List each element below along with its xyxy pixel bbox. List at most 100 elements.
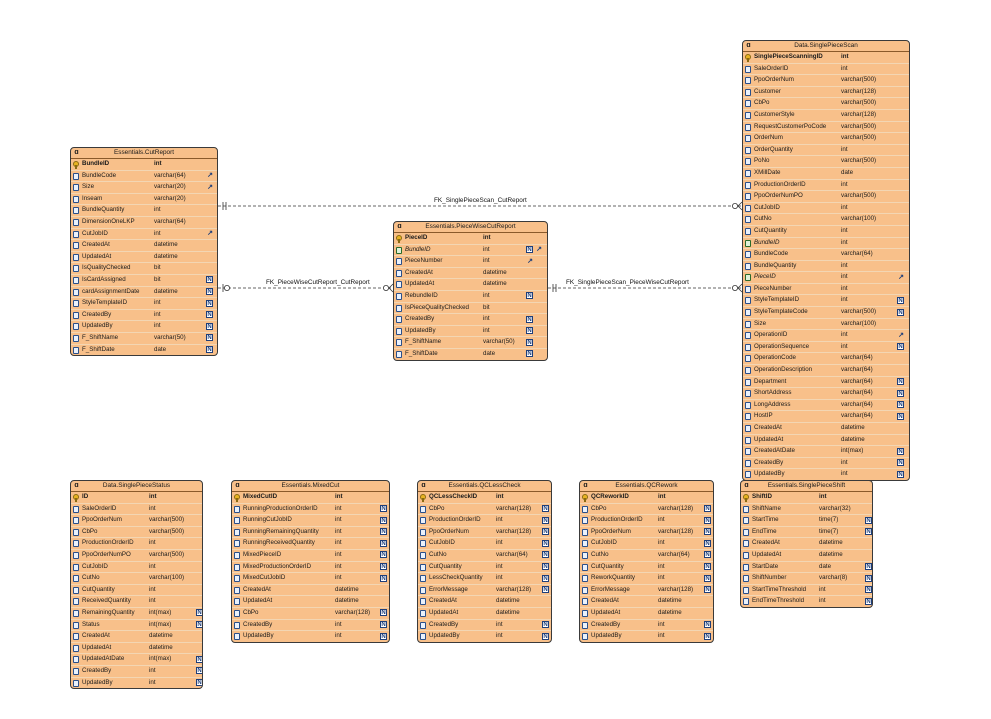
column-row[interactable]: UpdatedByintN — [71, 678, 202, 689]
column-row[interactable]: ShiftIDint — [741, 492, 872, 504]
column-row[interactable]: PpoOrderNumvarchar(128)N — [418, 527, 551, 539]
column-row[interactable]: CreatedByintN — [418, 620, 551, 632]
column-row[interactable]: XMillDatedate — [743, 168, 909, 180]
column-row[interactable]: CreatedAtdatetime — [743, 423, 909, 435]
entity-data-singlepiecescan[interactable]: ɑData.SinglePieceScanSinglePieceScanning… — [742, 40, 910, 481]
column-row[interactable]: CreatedAtdatetime — [741, 538, 872, 550]
column-row[interactable]: ProductionOrderIDint — [71, 538, 202, 550]
column-row[interactable]: BundleIDint — [71, 159, 217, 171]
column-row[interactable]: UpdatedAtdatetime — [232, 596, 389, 608]
column-row[interactable]: UpdatedAtdatetime — [71, 643, 202, 655]
column-row[interactable]: OperationCodevarchar(64) — [743, 353, 909, 366]
column-row[interactable]: F_ShiftNamevarchar(50)N — [71, 333, 217, 345]
entity-essentials-piecewisecutreport[interactable]: ɑEssentials.PieceWiseCutReportPieceIDint… — [393, 221, 548, 361]
column-row[interactable]: BundleCodevarchar(64) — [743, 249, 909, 261]
column-row[interactable]: QCLessCheckIDint — [418, 492, 551, 504]
column-row[interactable]: RebundleIDintN — [394, 291, 547, 303]
column-row[interactable]: UpdatedAtDateint(max)N — [71, 654, 202, 666]
column-row[interactable]: BundleQuantityint — [743, 261, 909, 273]
column-row[interactable]: RunningCutJobIDintN — [232, 515, 389, 527]
column-row[interactable]: PieceIDint — [394, 233, 547, 245]
column-row[interactable]: Sizevarchar(100) — [743, 319, 909, 331]
column-row[interactable]: ProductionOrderIDint — [743, 180, 909, 192]
column-row[interactable]: SaleOrderIDint — [71, 504, 202, 516]
column-row[interactable]: CbPovarchar(128)N — [232, 608, 389, 620]
column-row[interactable]: PpoOrderNumvarchar(128)N — [580, 527, 713, 539]
entity-essentials-qcrework[interactable]: ɑEssentials.QCReworkQCReworkIDintCbPovar… — [579, 480, 714, 643]
column-row[interactable]: RunningReceivedQuantityintN — [232, 538, 389, 550]
column-row[interactable]: StartDatedateN — [741, 562, 872, 574]
column-row[interactable]: CreatedByintN — [743, 458, 909, 470]
column-row[interactable]: ErrorMessagevarchar(128)N — [580, 585, 713, 597]
column-row[interactable]: MixedCutIDint — [232, 492, 389, 504]
column-row[interactable]: UpdatedByintN — [418, 631, 551, 642]
column-row[interactable]: LessCheckQuantityintN — [418, 573, 551, 585]
column-row[interactable]: HostIPvarchar(64)N — [743, 411, 909, 423]
column-row[interactable]: ShiftNamevarchar(32) — [741, 504, 872, 516]
column-row[interactable]: CreatedAtdatetime — [580, 596, 713, 608]
column-row[interactable]: MixedCutJobIDintN — [232, 573, 389, 585]
column-row[interactable]: ShiftNumbervarchar(8)N — [741, 573, 872, 585]
column-row[interactable]: QCReworkIDint — [580, 492, 713, 504]
column-row[interactable]: IsQualityCheckedbit — [71, 263, 217, 275]
entity-essentials-singlepieceshift[interactable]: ɑEssentials.SinglePieceShiftShiftIDintSh… — [740, 480, 873, 608]
column-row[interactable]: CutJobIDint — [743, 203, 909, 215]
entity-essentials-qclesscheck[interactable]: ɑEssentials.QCLessCheckQCLessCheckIDintC… — [417, 480, 552, 643]
column-row[interactable]: CutNovarchar(100) — [71, 573, 202, 585]
column-row[interactable]: PpoOrderNumPOvarchar(500) — [71, 550, 202, 562]
column-row[interactable]: CutNovarchar(64)N — [580, 550, 713, 562]
column-row[interactable]: UpdatedAtdatetime — [394, 279, 547, 291]
column-row[interactable]: StyleTemplateIDintN — [743, 295, 909, 308]
column-row[interactable]: RunningProductionOrderIDintN — [232, 504, 389, 516]
column-row[interactable]: PoNovarchar(500) — [743, 156, 909, 168]
column-row[interactable]: CutJobIDint↗ — [71, 229, 217, 241]
column-row[interactable]: OperationSequenceintN — [743, 342, 909, 354]
column-row[interactable]: Customervarchar(128) — [743, 87, 909, 99]
column-row[interactable]: SaleOrderIDint — [743, 64, 909, 76]
column-row[interactable]: StyleTemplateIDintN — [71, 298, 217, 310]
column-row[interactable]: UpdatedByintN — [71, 321, 217, 333]
column-row[interactable]: CutQuantityint — [71, 585, 202, 597]
column-row[interactable]: ProductionOrderIDintN — [580, 515, 713, 527]
column-row[interactable]: UpdatedAtdatetime — [418, 608, 551, 620]
column-row[interactable]: Statusint(max)N — [71, 620, 202, 632]
column-row[interactable]: BundleIDintN↗ — [394, 245, 547, 257]
column-row[interactable]: CreatedAtdatetime — [418, 596, 551, 608]
column-row[interactable]: OperationDescriptionvarchar(64) — [743, 365, 909, 377]
column-row[interactable]: CutNovarchar(100) — [743, 214, 909, 226]
column-row[interactable]: PpoOrderNumvarchar(500) — [743, 75, 909, 87]
column-row[interactable]: EndTimeThresholdintN — [741, 596, 872, 607]
column-row[interactable]: ReceivedQuantityint — [71, 596, 202, 608]
column-row[interactable]: CreatedByintN — [71, 666, 202, 678]
column-row[interactable]: ProductionOrderIDintN — [418, 515, 551, 527]
column-row[interactable]: CutQuantityint — [743, 226, 909, 238]
column-row[interactable]: UpdatedByintN — [580, 631, 713, 642]
column-row[interactable]: CreatedAtdatetime — [394, 268, 547, 280]
column-row[interactable]: Departmentvarchar(64)N — [743, 377, 909, 389]
column-row[interactable]: CbPovarchar(500) — [743, 98, 909, 110]
column-row[interactable]: CutJobIDint — [71, 562, 202, 574]
column-row[interactable]: OrderNumvarchar(500) — [743, 133, 909, 145]
column-row[interactable]: CustomerStylevarchar(128) — [743, 110, 909, 122]
column-row[interactable]: ReworkQuantityintN — [580, 573, 713, 585]
column-row[interactable]: PieceNumberint↗ — [394, 256, 547, 268]
column-row[interactable]: UpdatedByintN — [743, 469, 909, 480]
column-row[interactable]: PpoOrderNumPOvarchar(500) — [743, 191, 909, 203]
column-row[interactable]: ShortAddressvarchar(64)N — [743, 388, 909, 400]
entity-data-singlepiecestatus[interactable]: ɑData.SinglePieceStatusIDintSaleOrderIDi… — [70, 480, 203, 690]
column-row[interactable]: CutJobIDintN — [418, 538, 551, 550]
column-row[interactable]: ErrorMessagevarchar(128)N — [418, 585, 551, 597]
column-row[interactable]: IDint — [71, 492, 202, 504]
column-row[interactable]: PpoOrderNumvarchar(500) — [71, 515, 202, 527]
column-row[interactable]: BundleCodevarchar(64)↗ — [71, 171, 217, 183]
column-row[interactable]: SinglePieceScanningIDint — [743, 52, 909, 64]
column-row[interactable]: cardAssignmentDatedatetimeN — [71, 287, 217, 299]
column-row[interactable]: MixedProductionOrderIDintN — [232, 562, 389, 574]
column-row[interactable]: PieceIDint↗ — [743, 272, 909, 284]
column-row[interactable]: UpdatedAtdatetime — [580, 608, 713, 620]
column-row[interactable]: CbPovarchar(128)N — [418, 504, 551, 516]
column-row[interactable]: F_ShiftDatedateN — [394, 349, 547, 360]
entity-essentials-cutreport[interactable]: ɑEssentials.CutReportBundleIDintBundleCo… — [70, 147, 218, 357]
column-row[interactable]: EndTimetime(7)N — [741, 527, 872, 539]
column-row[interactable]: F_ShiftNamevarchar(50)N — [394, 337, 547, 349]
